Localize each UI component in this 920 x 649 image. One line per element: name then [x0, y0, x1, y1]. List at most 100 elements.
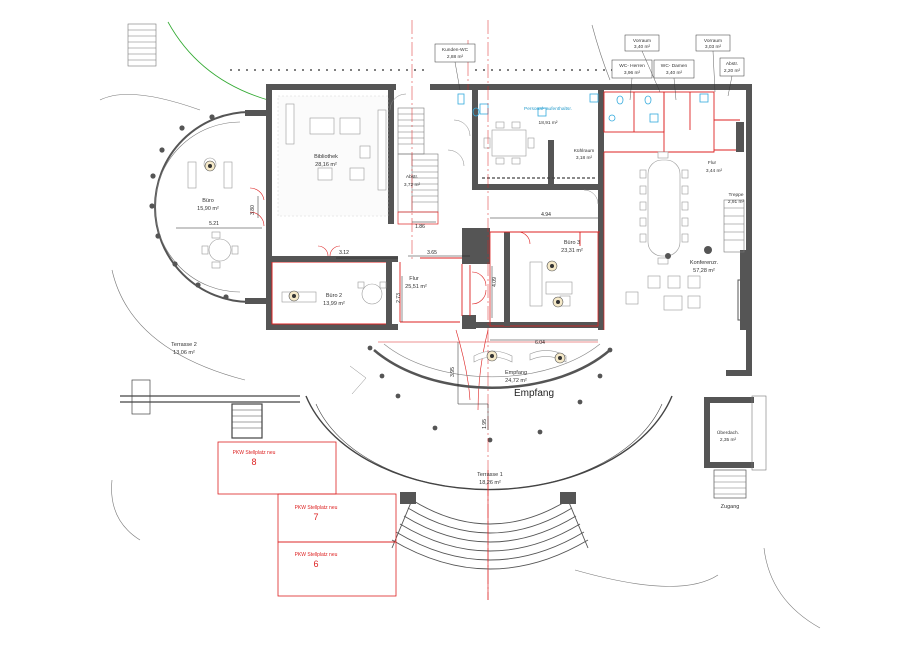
flur-right-name: Flur — [708, 160, 717, 166]
left-railing — [120, 379, 300, 439]
wc-damen-name: WC- Damen — [661, 63, 688, 69]
right-wall-post — [736, 122, 744, 152]
flur-mid-area: 25,51 m² — [405, 284, 427, 290]
buero-1-furniture — [187, 157, 239, 269]
bottom-left-curve — [111, 479, 141, 541]
buero-1-area: 15,90 m² — [197, 206, 219, 212]
door-swings — [249, 187, 531, 411]
empfang-room-area: 24,72 m² — [505, 378, 527, 384]
ueberdach-area: 2,35 m² — [720, 437, 737, 443]
personal-area: 18,91 m² — [539, 120, 558, 126]
dim-395: 3.95 — [450, 367, 456, 377]
main-stair — [397, 107, 439, 213]
bibliothek — [277, 95, 389, 217]
terrasse-walls — [400, 492, 576, 504]
dim-312: 3.12 — [339, 250, 349, 256]
outer-curve-left-2 — [111, 269, 246, 381]
abstr-top-name: Abstr. — [726, 61, 738, 67]
entry-stairs — [391, 499, 589, 570]
flur-mid-name: Flur — [409, 276, 419, 282]
ueberdach-name: Überdach. — [717, 429, 739, 436]
right-bottom-curve — [574, 569, 719, 587]
vorraum-2-area: 3,03 m² — [705, 44, 722, 50]
empfang-room-name: Empfang — [505, 370, 527, 376]
kuehlraum-name: Kühlraum — [574, 148, 595, 154]
konferenz-furniture — [625, 151, 701, 311]
label-boxes — [434, 34, 745, 79]
kunden-wc-area: 2,88 m² — [447, 54, 464, 60]
buero-3-name: Büro 3 — [564, 240, 580, 246]
terrasse-1-arcs — [305, 395, 673, 491]
axis-solid — [378, 152, 605, 600]
treppe-name: Treppe — [728, 192, 743, 198]
treppe-right — [723, 199, 745, 253]
parking-6-number: 6 — [313, 559, 318, 569]
vorraum-1-name: Vorraum — [633, 38, 651, 44]
abstr-mid-area: 3,72 m² — [404, 182, 421, 188]
wc-herren-area: 3,96 m² — [624, 70, 641, 76]
buero-1-bay — [149, 110, 269, 304]
personal-name: Personal- aufenthaltsr. — [524, 106, 572, 112]
parking-7-number: 7 — [313, 512, 318, 522]
buero-1-name: Büro — [202, 198, 214, 204]
konferenz-name: Konferenzr. — [690, 260, 719, 266]
buero-2-name: Büro 2 — [326, 293, 342, 299]
kuehlraum-area: 3,18 m² — [576, 155, 593, 161]
wc-fixtures — [457, 93, 709, 123]
parking-7-label: PKW Stellplatz neu — [295, 505, 338, 511]
right-bottom-curve-2 — [763, 547, 821, 629]
column-right — [704, 246, 712, 254]
terrasse-1-area: 18,26 m² — [479, 480, 501, 486]
personal-furniture — [483, 121, 535, 165]
buero-3 — [489, 231, 599, 327]
vorraum-1-area: 3,40 m² — [634, 44, 651, 50]
terrasse-2-name: Terrasse 2 — [171, 342, 197, 348]
dim-365: 3.65 — [427, 250, 437, 256]
dim-604: 6.04 — [535, 340, 545, 346]
dim-521: 5.21 — [209, 221, 219, 227]
main-walls — [266, 84, 754, 468]
parking-8-label: PKW Stellplatz neu — [233, 450, 276, 456]
terrasse-1-name: Terrasse 1 — [477, 472, 503, 478]
vorraum-2-name: Vorraum — [704, 38, 722, 44]
buero-3-area: 23,31 m² — [561, 248, 583, 254]
zugang-label: Zugang — [721, 504, 740, 510]
wc-damen-area: 3,40 m² — [666, 70, 683, 76]
top-right-curve — [591, 24, 611, 81]
konferenz-area: 57,28 m² — [693, 268, 715, 274]
parking-boxes — [217, 441, 397, 597]
buero-2 — [266, 256, 398, 326]
column-conf — [665, 253, 671, 259]
outer-curve-left — [99, 94, 201, 111]
grey-door-swings — [349, 93, 599, 395]
green-arc — [167, 21, 269, 101]
dimension-lines — [176, 196, 598, 430]
dim-409: 4.09 — [492, 277, 498, 287]
wc-herren-name: WC- Herren — [619, 63, 645, 69]
desk-icons — [204, 160, 566, 364]
empfang-label: Empfang — [514, 388, 554, 399]
dim-273: 2.73 — [396, 293, 402, 303]
dim-195: 1.95 — [482, 419, 488, 429]
bibliothek-name: Bibliothek — [314, 154, 338, 160]
parking-8-number: 8 — [251, 457, 256, 467]
treppe-area: 2,91 m² — [728, 199, 745, 205]
flur-right-area: 3,44 m² — [706, 168, 723, 174]
bibliothek-area: 28,16 m² — [315, 162, 337, 168]
abstr-top-area: 2,20 m² — [724, 68, 741, 74]
sanitary-red-walls — [603, 91, 740, 153]
dim-494: 4.94 — [541, 212, 551, 218]
dim-380: 3.80 — [250, 205, 256, 215]
parking-6-label: PKW Stellplatz neu — [295, 552, 338, 558]
stair-red-box — [397, 211, 439, 225]
kunden-wc-name: Kunden-WC — [442, 47, 469, 53]
buero-2-area: 13,99 m² — [323, 301, 345, 307]
top-left-stair — [127, 23, 157, 67]
flur-red — [399, 231, 600, 323]
leader-lines — [454, 50, 733, 101]
dim-186: 1.86 — [415, 224, 425, 230]
abstr-mid-name: Abstr. — [406, 174, 418, 180]
zugang — [713, 279, 767, 499]
terrasse-2-area: 13,06 m² — [173, 350, 195, 356]
